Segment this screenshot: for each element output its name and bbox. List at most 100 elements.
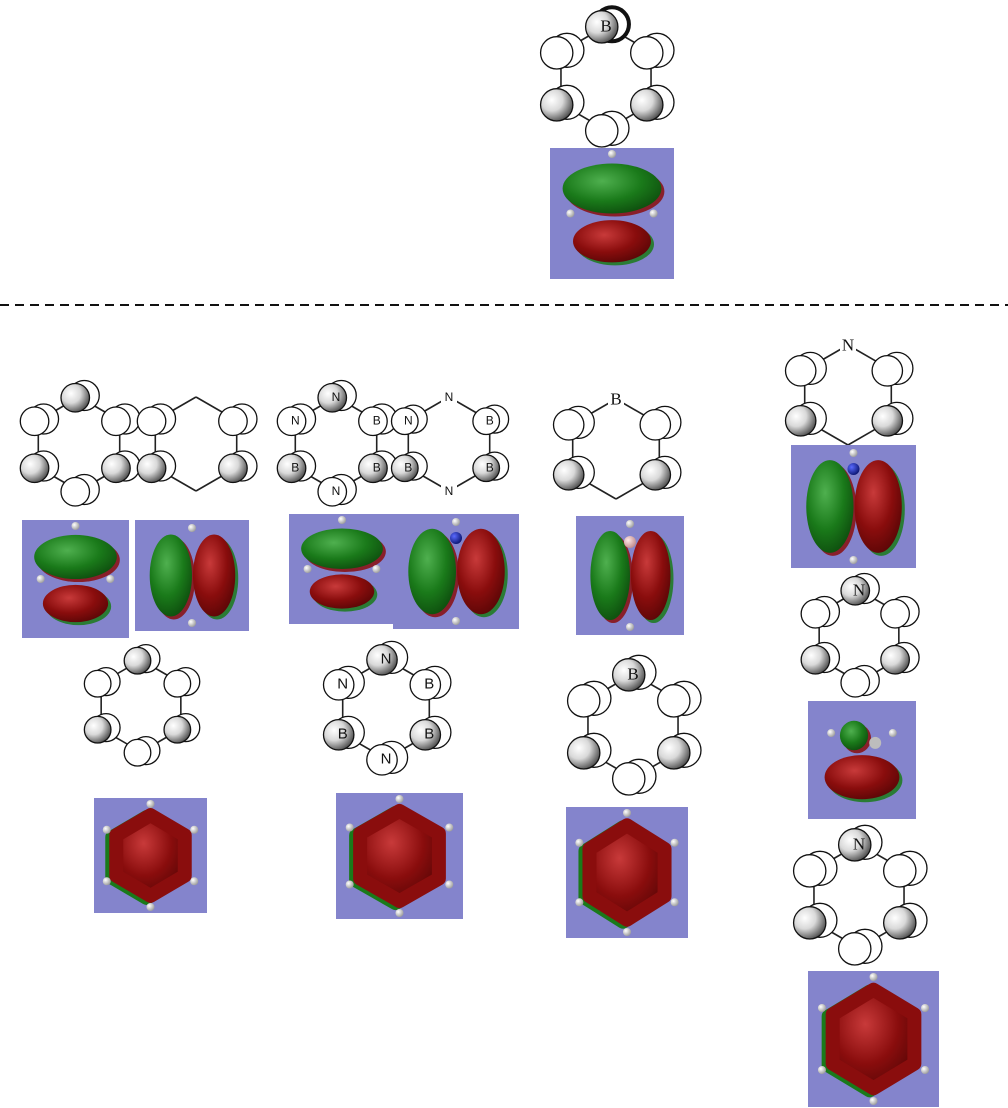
hydrogen-atom (190, 877, 199, 886)
orbital-lobe-right (854, 460, 902, 553)
hydrogen-atom (146, 903, 155, 911)
orbital-lobe-bottom (42, 584, 109, 623)
p-orbital-front (629, 36, 664, 70)
atom-label: N (853, 835, 865, 854)
atom-label: B (424, 726, 434, 743)
p-orbital-front (276, 453, 307, 484)
hydrogen-atom (188, 524, 196, 532)
hydrogen-atom (626, 623, 634, 631)
atom-label: B (404, 461, 412, 475)
hydrogen-atom (849, 556, 858, 564)
orbital-panel-azacycle (791, 445, 916, 568)
p-orbital-front (19, 406, 50, 437)
orbital-lobe-left (590, 530, 630, 621)
p-orbital-front (123, 738, 152, 767)
atom-label: B (291, 461, 299, 475)
p-orbital-front (218, 406, 248, 437)
hydrogen-atom (869, 1097, 878, 1105)
atom-label: B (373, 461, 381, 475)
p-orbital-front (792, 906, 827, 940)
ring-diagram-azacycle_open: N (784, 336, 914, 446)
p-orbital-front (472, 407, 501, 436)
p-orbital-front (566, 684, 601, 718)
hydrogen-atom (345, 880, 354, 889)
p-orbital-front (322, 718, 355, 751)
p-orbital-front (584, 114, 619, 148)
hydrogen-atom (869, 973, 878, 981)
p-orbital-front (539, 36, 574, 70)
p-orbital-front (882, 854, 917, 888)
p-orbital-front (136, 453, 167, 484)
orbital-lobe (353, 803, 446, 909)
p-orbital-front (218, 453, 248, 484)
atom-label: N (842, 336, 854, 355)
hydrogen-atom (338, 516, 346, 524)
nitrogen-atom (847, 463, 860, 475)
p-orbital-front (639, 408, 672, 441)
atom-label: N (337, 676, 348, 693)
boron-atom (624, 536, 636, 548)
p-orbital-front (840, 575, 871, 606)
orbital-panel-benzene_b (135, 520, 249, 631)
p-orbital-front (390, 454, 419, 483)
nitrogen-atom (450, 532, 462, 544)
p-orbital-front (163, 715, 192, 744)
hydrogen-atom (817, 1004, 826, 1012)
orbital-lobe-large (824, 755, 900, 800)
ring-diagram-boracycle_open: B (552, 390, 682, 500)
atom-label: N (381, 751, 392, 768)
atom-label: B (486, 414, 494, 428)
p-orbital-front (60, 476, 91, 507)
p-orbital-front (366, 643, 398, 676)
hydrogen-atom (575, 898, 584, 907)
atom-label: N (853, 581, 865, 600)
p-orbital-front (840, 667, 871, 698)
ring-diagram-azacycle_full_b: N (792, 824, 928, 966)
atom-label: N (445, 484, 454, 498)
orbital-lobe-left (806, 460, 854, 553)
p-orbital-front (83, 715, 112, 744)
atom-label: N (445, 390, 454, 404)
p-orbital-front (800, 644, 831, 675)
hydrogen-atom (670, 898, 679, 907)
p-orbital-front (584, 10, 619, 44)
atom-label-bg (840, 336, 856, 354)
orbital-panel-azacycle_full_b (808, 971, 939, 1107)
p-orbital-front (358, 406, 388, 437)
atom-label-bg (441, 482, 457, 500)
orbital-panel-borazine_full (336, 793, 463, 919)
hydrogen-atom (102, 877, 111, 886)
orbital-lobe-left (408, 528, 456, 615)
p-orbital-front (539, 88, 574, 122)
atom-label-bg (608, 390, 624, 408)
orbital-panel-boracycle_full (566, 807, 688, 938)
p-orbital-front (837, 932, 872, 966)
p-orbital-front (566, 736, 601, 770)
orbital-panel-benzene_full (94, 798, 207, 913)
ring-diagram-benzene_full (83, 643, 201, 767)
p-orbital-front (358, 453, 388, 484)
ring-diagram-azacycle_full_a: N (800, 572, 920, 698)
p-orbital-front (101, 453, 131, 484)
p-orbital-front (611, 762, 646, 796)
p-orbital-front (656, 684, 691, 718)
p-orbital-front (784, 404, 817, 437)
hydrogen-atom (827, 729, 836, 738)
hydrogen-atom (575, 838, 584, 847)
atom-label: B (373, 414, 381, 428)
hydrogen-atom (566, 209, 575, 218)
hydrogen-atom (921, 1004, 930, 1012)
p-orbital-front (656, 736, 691, 770)
p-orbital-front (136, 406, 167, 437)
p-orbital-front (472, 454, 501, 483)
atom-label: B (424, 676, 434, 693)
orbital-lobe-right (192, 534, 236, 617)
hydrogen-atom (608, 150, 616, 158)
hydrogen-atom (921, 1066, 930, 1074)
hydrogen-atom (626, 520, 634, 528)
orbital-lobe-top (34, 534, 117, 579)
orbital-panel-borazine_b (393, 514, 519, 629)
p-orbital-front (322, 668, 355, 701)
